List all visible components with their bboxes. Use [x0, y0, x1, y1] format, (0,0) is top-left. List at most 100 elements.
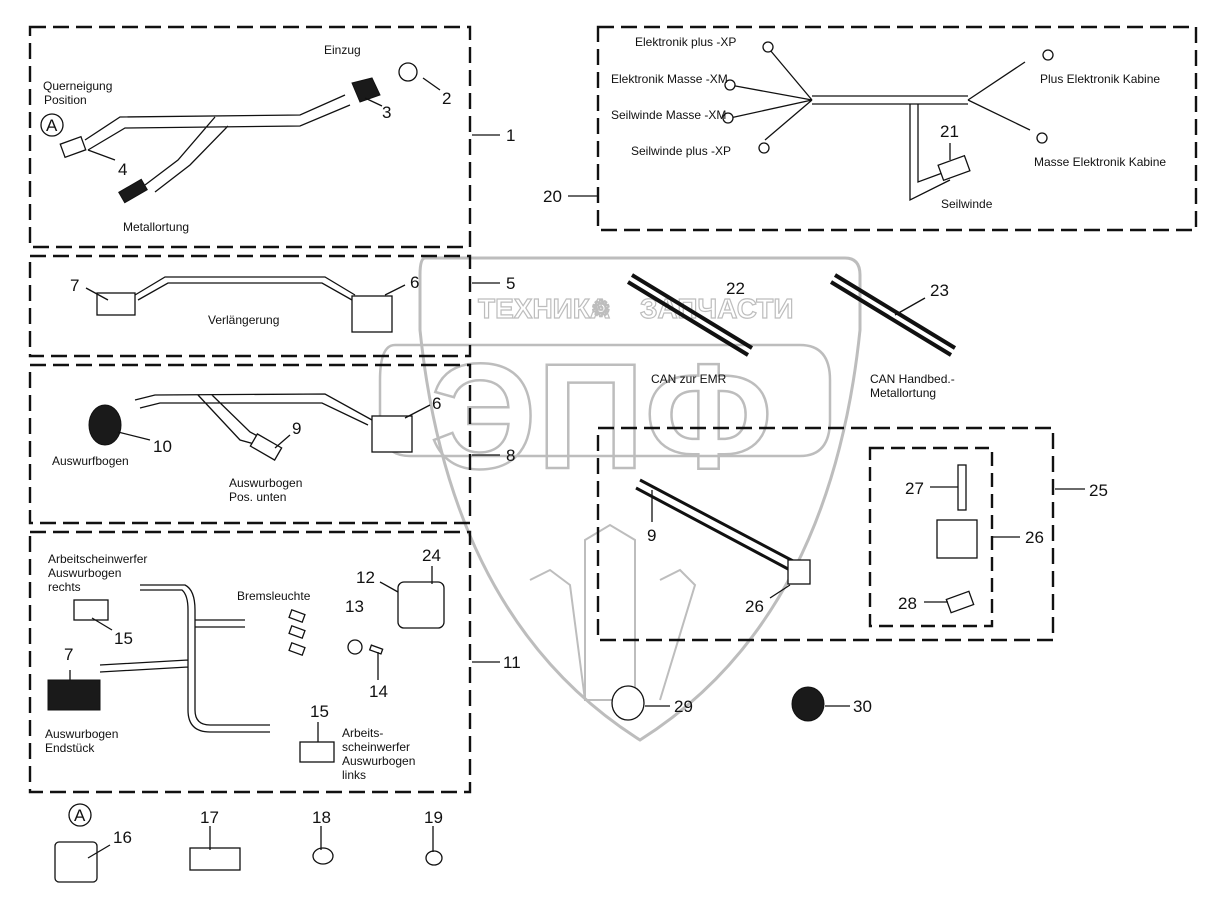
callout-7c: 7 [64, 645, 73, 664]
connector-15-right-icon [73, 599, 109, 621]
callout-23: 23 [930, 281, 949, 300]
label-metallortung: Metallortung [123, 220, 189, 234]
callout-5: 5 [506, 274, 515, 293]
watermark-banner [378, 343, 832, 458]
watermark-wheat-icon [529, 523, 697, 701]
cap-2-icon [398, 62, 418, 82]
part-22-can-cable[interactable]: 22 CAN zur EMR [626, 273, 754, 386]
watermark-text-tehnika: ТЕХНИКА [478, 293, 610, 324]
callout-16: 16 [113, 828, 132, 847]
label-can-handbed: CAN Handbed.- [870, 372, 955, 386]
label-bremsleuchte: Bremsleuchte [237, 589, 311, 603]
group-8-harness[interactable]: Auswurfbogen Auswurbogen Pos. unten 10 9… [28, 363, 515, 525]
watermark-logo: ЭПФ [430, 332, 773, 500]
watermark-shield [418, 256, 862, 742]
group-25-frame [596, 426, 1055, 642]
callout-19: 19 [424, 808, 443, 827]
group-5-extension[interactable]: Verlängerung 7 6 5 [28, 254, 515, 358]
callout-10: 10 [153, 437, 172, 456]
ring-terminal-ep-icon [762, 41, 774, 53]
part-30-cap[interactable]: 30 [791, 686, 872, 722]
connector-7b-icon [47, 679, 101, 711]
callout-26a: 26 [745, 597, 764, 616]
terminals-bremsleuchte-icon [288, 609, 306, 656]
callout-29: 29 [674, 697, 693, 716]
connector-metallortung-icon [118, 178, 148, 204]
part-29-cap[interactable]: 29 [611, 685, 693, 721]
label-endstueck-1: Auswurbogen [45, 727, 118, 741]
callout-25: 25 [1089, 481, 1108, 500]
bolt-27-icon [957, 464, 967, 511]
group-1-harness-wire [84, 94, 351, 193]
group-1-harness[interactable]: A Querneigung Position Einzug Metallortu… [28, 25, 515, 249]
group-8-wire [134, 393, 373, 446]
part-18-clamp[interactable]: 18 [312, 808, 334, 865]
group-11-wire [99, 584, 270, 733]
label-arbeitscheinwerfer-l3: Auswurbogen [342, 754, 415, 768]
detail-a-ref: A [46, 116, 58, 135]
label-seilwinde-plus: Seilwinde plus -XP [631, 144, 731, 158]
clamp-19-icon [425, 850, 443, 866]
ring-terminal-pek-icon [1042, 49, 1054, 61]
callout-14: 14 [369, 682, 388, 701]
gasket-28-icon [945, 590, 975, 614]
label-plus-elektronik-kabine: Plus Elektronik Kabine [1040, 72, 1160, 86]
detail-a-part-16[interactable]: A 16 [54, 803, 132, 883]
connector-26a-icon [787, 559, 811, 585]
label-elektronik-masse: Elektronik Masse -XM [611, 72, 728, 86]
group-11-harness[interactable]: Arbeitscheinwerfer Auswurbogen rechts Br… [28, 530, 521, 794]
ring-terminal-sp-icon [758, 142, 770, 154]
cable-9-26-icon [635, 478, 796, 572]
label-masse-elektronik-kabine: Masse Elektronik Kabine [1034, 155, 1166, 169]
connector-7-icon [96, 292, 136, 316]
label-arbeitscheinwerfer-r3: rechts [48, 580, 81, 594]
connector-6b-icon [371, 415, 413, 453]
callout-27: 27 [905, 479, 924, 498]
label-verlaengerung: Verlängerung [208, 313, 279, 327]
callout-15a: 15 [114, 629, 133, 648]
cap-29-icon [611, 685, 645, 721]
detail-a-circle-b [68, 803, 92, 827]
group-25-kit[interactable]: 9 26 27 26 28 25 [596, 426, 1108, 642]
callout-15b: 15 [310, 702, 329, 721]
part-19-clamp[interactable]: 19 [424, 808, 443, 866]
callout-30: 30 [853, 697, 872, 716]
label-arbeitscheinwerfer-r2: Auswurbogen [48, 566, 121, 580]
label-can-metallortung: Metallortung [870, 386, 936, 400]
clamp-18-icon [312, 847, 334, 865]
callout-20: 20 [543, 187, 562, 206]
label-arbeitscheinwerfer-l4: links [342, 768, 366, 782]
part-17-tee[interactable]: 17 [189, 808, 241, 871]
group-20-harness[interactable]: Elektronik plus -XP Elektronik Masse -XM… [543, 25, 1198, 232]
part-23-can-cable[interactable]: 23 CAN Handbed.- Metallortung [829, 273, 957, 400]
callout-3: 3 [382, 103, 391, 122]
label-pos-unten: Pos. unten [229, 490, 286, 504]
label-endstueck-2: Endstück [45, 741, 95, 755]
label-arbeitscheinwerfer-l2: scheinwerfer [342, 740, 410, 754]
label-auswurfbogen: Auswurfbogen [52, 454, 129, 468]
callout-9b: 9 [647, 526, 656, 545]
ring-terminal-em-icon [724, 79, 736, 91]
callout-28: 28 [898, 594, 917, 613]
callout-6: 6 [410, 273, 419, 292]
label-position: Position [44, 93, 87, 107]
cable-23-icon [829, 273, 957, 357]
watermark-text-zapchasti: ЗАПЧАСТИ [640, 293, 793, 324]
callout-4: 4 [118, 160, 127, 179]
lamp-24-icon [397, 581, 445, 629]
callout-2: 2 [442, 89, 451, 108]
group-20-frame [596, 25, 1198, 232]
watermark: ТЕХНИКА ⚙ ЗАПЧАСТИ ЭПФ [378, 256, 862, 742]
connector-6-icon [351, 295, 393, 333]
connector-4-icon [59, 135, 87, 159]
sensor-16-icon [54, 841, 98, 883]
callout-13: 13 [345, 597, 364, 616]
connector-15-left-icon [299, 741, 335, 763]
label-seilwinde: Seilwinde [941, 197, 993, 211]
label-einzug: Einzug [324, 43, 361, 57]
group-20-wire [729, 49, 1031, 202]
label-querneigung: Querneigung [43, 79, 112, 93]
callout-12: 12 [356, 568, 375, 587]
label-seilwinde-masse: Seilwinde Masse -XM [611, 108, 726, 122]
cable-22-icon [626, 273, 754, 357]
